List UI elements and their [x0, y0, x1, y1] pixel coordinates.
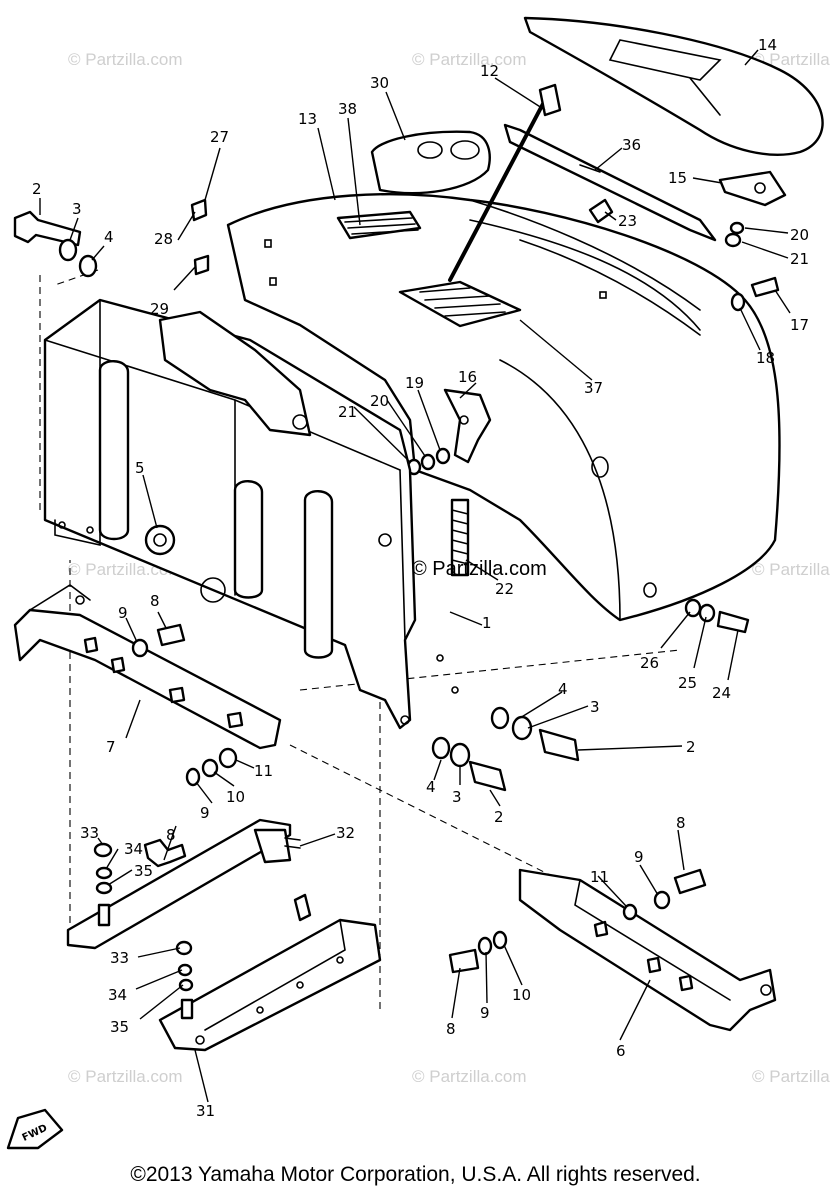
copyright-notice: ©2013 Yamaha Motor Corporation, U.S.A. A… — [130, 1163, 701, 1186]
callout-5: 5 — [135, 459, 145, 477]
callout-8-right: 8 — [676, 814, 686, 832]
watermark-bottom-right: © Partzilla.com — [752, 1067, 831, 1086]
callout-2-middle: 2 — [494, 808, 504, 826]
part-channel-31 — [158, 893, 382, 1052]
callout-9-right: 9 — [634, 848, 644, 866]
callout-9-left: 9 — [200, 804, 210, 822]
callout-11-right: 11 — [590, 868, 609, 886]
callout-numbers: 2 3 4 27 28 29 13 38 30 12 14 36 15 20 2… — [32, 36, 809, 1120]
callout-11-left: 11 — [254, 762, 273, 780]
callout-10-right: 10 — [512, 986, 531, 1004]
callout-4-right: 4 — [558, 680, 568, 698]
callout-38: 38 — [338, 100, 357, 118]
fwd-arrow-icon: FWD — [6, 1108, 64, 1150]
callout-2-top-left: 2 — [32, 180, 42, 198]
callout-33-upper: 33 — [80, 824, 99, 842]
part-cover-30 — [370, 130, 491, 195]
part-pad-37 — [398, 280, 522, 328]
part-hinge-bar-36 — [503, 123, 717, 242]
callout-29: 29 — [150, 300, 169, 318]
callout-10-left: 10 — [226, 788, 245, 806]
small-hardware — [406, 198, 780, 634]
callout-21-mid: 21 — [338, 403, 357, 421]
callout-30: 30 — [370, 74, 389, 92]
watermark-mid-right: © Partzilla.com — [752, 560, 831, 579]
callout-12: 12 — [480, 62, 499, 80]
callout-22: 22 — [495, 580, 514, 598]
callout-35-upper: 35 — [134, 862, 153, 880]
part-lever-12 — [448, 83, 562, 282]
callout-24: 24 — [712, 684, 731, 702]
callout-8-left: 8 — [166, 826, 176, 844]
callout-9-upper: 9 — [118, 604, 128, 622]
callout-26: 26 — [640, 654, 659, 672]
bolts-left — [13, 210, 238, 868]
callout-18: 18 — [756, 349, 775, 367]
callout-9-lower: 9 — [480, 1004, 490, 1022]
callout-4-middle: 4 — [426, 778, 436, 796]
callout-19: 19 — [405, 374, 424, 392]
callout-28: 28 — [154, 230, 173, 248]
part-hinge-15 — [718, 170, 787, 207]
callout-20-right: 20 — [790, 226, 809, 244]
part-pad-38 — [336, 210, 422, 240]
callout-6: 6 — [616, 1042, 626, 1060]
callout-3-top-left: 3 — [72, 200, 82, 218]
callout-16: 16 — [458, 368, 477, 386]
part-bracket-6 — [448, 868, 777, 1032]
callout-7: 7 — [106, 738, 116, 756]
callout-32: 32 — [336, 824, 355, 842]
part-seat-14 — [523, 16, 824, 156]
callout-20-mid: 20 — [370, 392, 389, 410]
callout-23: 23 — [618, 212, 637, 230]
callout-3-right: 3 — [590, 698, 600, 716]
watermark-layer: © Partzilla.com © Partzilla.com © Partzi… — [68, 50, 831, 1086]
callout-8-upper: 8 — [150, 592, 160, 610]
watermark-top-center: © Partzilla.com — [412, 50, 527, 69]
callout-1: 1 — [482, 614, 492, 632]
callout-2-right: 2 — [686, 738, 696, 756]
part-bracket-7 — [13, 584, 282, 750]
watermark-bottom-center: © Partzilla.com — [412, 1067, 527, 1086]
callout-3-middle: 3 — [452, 788, 462, 806]
callout-4-top-left: 4 — [104, 228, 114, 246]
callout-8-lower: 8 — [446, 1020, 456, 1038]
watermark-bottom-left: © Partzilla.com — [68, 1067, 183, 1086]
part-clips-27-28-29 — [190, 198, 210, 276]
callout-37: 37 — [584, 379, 603, 397]
part-bracket-32 — [66, 818, 301, 950]
callout-33-lower: 33 — [110, 949, 129, 967]
callout-34-upper: 34 — [124, 840, 143, 858]
callout-17: 17 — [790, 316, 809, 334]
callout-13: 13 — [298, 110, 317, 128]
callout-35-lower: 35 — [110, 1018, 129, 1036]
bolts-right-middle — [431, 706, 580, 792]
callout-14: 14 — [758, 36, 777, 54]
watermark-top-left: © Partzilla.com — [68, 50, 183, 69]
callout-36: 36 — [622, 136, 641, 154]
callout-31: 31 — [196, 1102, 215, 1120]
leader-lines — [39, 49, 791, 1103]
callout-27: 27 — [210, 128, 229, 146]
callout-34-lower: 34 — [108, 986, 127, 1004]
callout-25: 25 — [678, 674, 697, 692]
part-body-1 — [43, 298, 459, 730]
callout-15: 15 — [668, 169, 687, 187]
part-fender-13 — [226, 193, 781, 622]
watermark-top-right: © Partzilla.com — [752, 50, 831, 69]
callout-21-right: 21 — [790, 250, 809, 268]
